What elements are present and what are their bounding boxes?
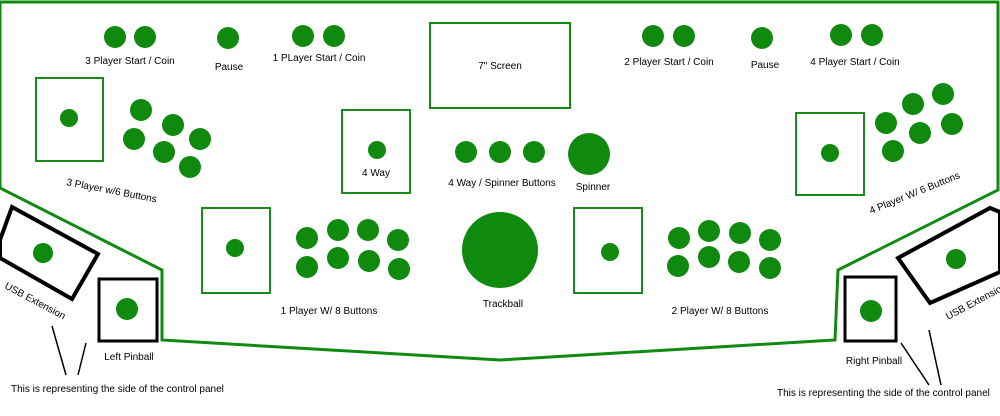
usb-port-left[interactable] [33,243,53,263]
usb-extension-right: USB Extension [895,205,1000,323]
p2-button-3[interactable] [729,222,751,244]
left-pinball-box [97,277,159,343]
p4-coin-label: 4 Player Start / Coin [810,57,899,68]
right-pinball-label: Right Pinball [846,356,902,367]
p1-button-8[interactable] [388,258,410,280]
p4-joystick[interactable] [821,144,839,162]
p4-button-4[interactable] [882,140,904,162]
p1-button-7[interactable] [358,250,380,272]
four-way-plate [341,109,411,194]
p4-station: 4 Player W/ 6 Buttons [795,83,963,217]
usb-port-right[interactable] [946,249,966,269]
p3-button-1[interactable] [130,99,152,121]
p3-station: 3 Player w/6 Buttons [35,77,211,205]
p4-button-1[interactable] [875,112,897,134]
side-note-left: This is representing the side of the con… [11,384,224,395]
pause-label-left: Pause [215,62,244,73]
spinner-button-2[interactable] [489,141,511,163]
p2-button-8[interactable] [759,257,781,279]
screen-box [429,22,571,109]
p3-start-button[interactable] [104,26,126,48]
p3-joystick[interactable] [60,109,78,127]
usb-extension-left: USB Extension [0,204,101,322]
p2-station: 2 Player W/ 8 Buttons [573,207,781,317]
spinner-knob[interactable] [568,133,610,175]
pause-button-right[interactable] [751,27,773,49]
p3-coin-label: 3 Player Start / Coin [85,56,174,67]
p3-joystick-plate [35,77,104,162]
p1-button-2[interactable] [327,219,349,241]
p1-coin-button[interactable] [323,25,345,47]
p1-coin-group: 1 PLayer Start / Coin [273,25,366,64]
p2-coin-button[interactable] [673,25,695,47]
p1-button-3[interactable] [357,219,379,241]
p2-button-1[interactable] [668,227,690,249]
p1-joystick-plate [201,207,271,294]
usb-extension-left-box [0,204,101,302]
p2-button-4[interactable] [759,229,781,251]
p2-joystick-plate [573,207,643,294]
p1-button-6[interactable] [327,247,349,269]
right-pinball-button[interactable] [860,300,882,322]
p4-joystick-plate [795,112,865,196]
p3-button-5[interactable] [189,128,211,150]
p1-button-4[interactable] [387,229,409,251]
p1-coin-label: 1 PLayer Start / Coin [273,53,366,64]
right-note-pointer-2 [928,329,942,386]
spinner-button-1[interactable] [455,141,477,163]
left-note-pointer-1 [51,325,67,376]
usb-extension-right-box [895,205,1000,306]
trackball-label: Trackball [483,299,523,310]
p2-button-5[interactable] [667,255,689,277]
p1-station-label: 1 Player W/ 8 Buttons [281,306,378,317]
pause-button-left[interactable] [217,27,239,49]
p3-button-2[interactable] [123,128,145,150]
p1-button-5[interactable] [296,256,318,278]
four-way-joystick[interactable] [368,141,386,159]
p2-start-button[interactable] [642,25,664,47]
p1-joystick[interactable] [226,239,244,257]
left-note-pointer-2 [77,342,87,376]
p2-button-7[interactable] [728,251,750,273]
p4-button-3[interactable] [932,83,954,105]
p4-coin-group: 4 Player Start / Coin [810,24,900,68]
p4-start-button[interactable] [830,24,852,46]
p2-button-6[interactable] [698,246,720,268]
spinner-button-3[interactable] [523,141,545,163]
p1-start-button[interactable] [292,25,314,47]
p4-station-label: 4 Player W/ 6 Buttons [868,170,962,216]
trackball[interactable] [462,212,538,288]
p3-station-label: 3 Player w/6 Buttons [65,177,157,205]
usb-extension-left-label: USB Extension [3,281,68,322]
p2-joystick[interactable] [601,243,619,261]
spinner-buttons-label: 4 Way / Spinner Buttons [448,178,555,189]
left-pinball-label: Left Pinball [104,352,153,363]
p2-coin-group: 2 Player Start / Coin [624,25,714,68]
p4-button-5[interactable] [909,122,931,144]
right-note-pointer-1 [900,342,930,386]
p3-coin-group: 3 Player Start / Coin [85,26,175,67]
p3-button-3[interactable] [153,141,175,163]
p1-station: 1 Player W/ 8 Buttons [201,207,410,317]
p1-button-1[interactable] [296,227,318,249]
control-panel-outline [0,0,1000,362]
p2-coin-label: 2 Player Start / Coin [624,57,713,68]
p3-button-6[interactable] [179,156,201,178]
p2-button-2[interactable] [698,220,720,242]
p4-button-6[interactable] [941,113,963,135]
pause-label-right: Pause [751,60,780,71]
spinner-label: Spinner [576,182,611,193]
four-way-label: 4 Way [362,168,390,179]
p4-button-2[interactable] [902,93,924,115]
p3-coin-button[interactable] [134,26,156,48]
p2-station-label: 2 Player W/ 8 Buttons [672,306,769,317]
screen-label: 7" Screen [478,61,522,72]
p3-button-4[interactable] [162,114,184,136]
left-pinball-button[interactable] [116,298,138,320]
right-pinball-box [843,275,898,343]
side-note-right: This is representing the side of the con… [777,388,990,399]
usb-extension-right-label: USB Extension [944,281,1000,322]
p4-coin-button[interactable] [861,24,883,46]
